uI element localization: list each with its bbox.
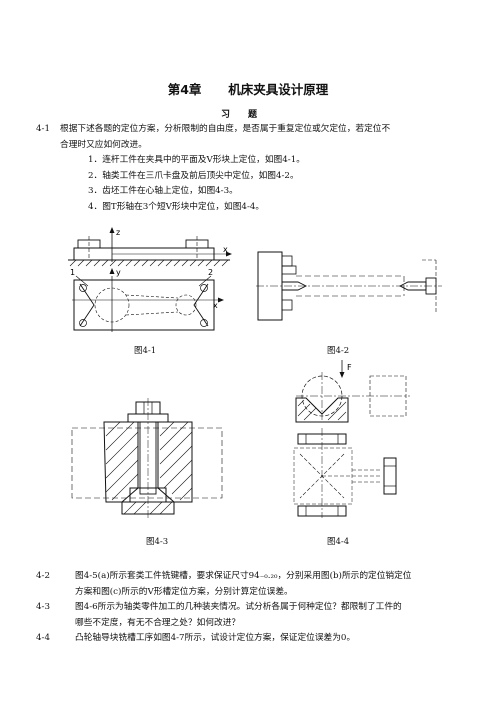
question-text-line1: 根据下述各题的定位方案，分析限制的自由度，是否属于重复定位或欠定位，若定位不 — [60, 124, 391, 134]
figure-4-2-caption: 图4-2 — [327, 346, 350, 356]
chapter-title: 第4章 机床夹具设计原理 — [167, 82, 329, 97]
question-text-line1: 凸轮轴导块铣槽工序如图4-7所示，试设计定位方案，保证定位误差为0。 — [75, 633, 356, 643]
question-item: 4．图T形轴在3个短V形块中定位，如图4-4。 — [88, 201, 265, 212]
question-text-line1: 图4-6所示为轴类零件加工的几种装夹情况。试分析各属于何种定位？都限制了工件的 — [75, 602, 402, 612]
axis-label-z: z — [116, 228, 120, 237]
question-text-line1: 图4-5(a)所示套类工件铣键槽，要求保证尺寸94₋₀.₂₀，分别采用图(b)所… — [75, 571, 412, 581]
figure-4-4-drawing: F — [293, 360, 410, 518]
label-2: 2 — [208, 268, 213, 277]
question-number: 4-2 — [36, 571, 50, 581]
question-text-line2: 方案和图(c)所示的V形槽定位方案，分别计算定位误差。 — [75, 586, 293, 597]
question-text-line2: 合理时又应如何改进。 — [60, 139, 147, 150]
questions-block: 4-2 图4-5(a)所示套类工件铣键槽，要求保证尺寸94₋₀.₂₀，分别采用图… — [0, 569, 496, 659]
question-item: 2．轴类工件在三爪卡盘及前后顶尖中定位，如图4-2。 — [88, 170, 299, 181]
force-label: F — [347, 363, 352, 372]
figure-4-1-drawing: z x y x 1 2 — [68, 227, 232, 332]
axis-label-x-bottom: x — [213, 301, 218, 310]
question-number: 4-4 — [36, 633, 50, 643]
figure-4-4-caption: 图4-4 — [327, 537, 350, 547]
question-number: 4-3 — [36, 602, 50, 612]
figure-4-3-caption: 图4-3 — [146, 537, 169, 547]
question-4-1: 4-1 根据下述各题的定位方案，分析限制的自由度，是否属于重复定位或欠定位，若定… — [0, 122, 496, 222]
label-1: 1 — [70, 268, 75, 277]
question-number: 4-1 — [36, 124, 50, 134]
section-title: 习题 — [220, 110, 275, 120]
question-item: 3．齿坯工件在心轴上定位，如图4-3。 — [88, 186, 238, 196]
figure-4-1-caption: 图4-1 — [134, 346, 157, 356]
question-item: 1．连杆工件在夹具中的平面及V形块上定位，如图4-1。 — [88, 155, 305, 165]
axis-label-x-top: x — [223, 245, 228, 254]
axis-label-y: y — [116, 268, 121, 277]
question-text-line2: 哪些不定度，有无不合理之处？如何改进？ — [75, 617, 241, 628]
figure-4-3-drawing — [71, 398, 223, 518]
figure-4-2-drawing — [256, 251, 442, 321]
